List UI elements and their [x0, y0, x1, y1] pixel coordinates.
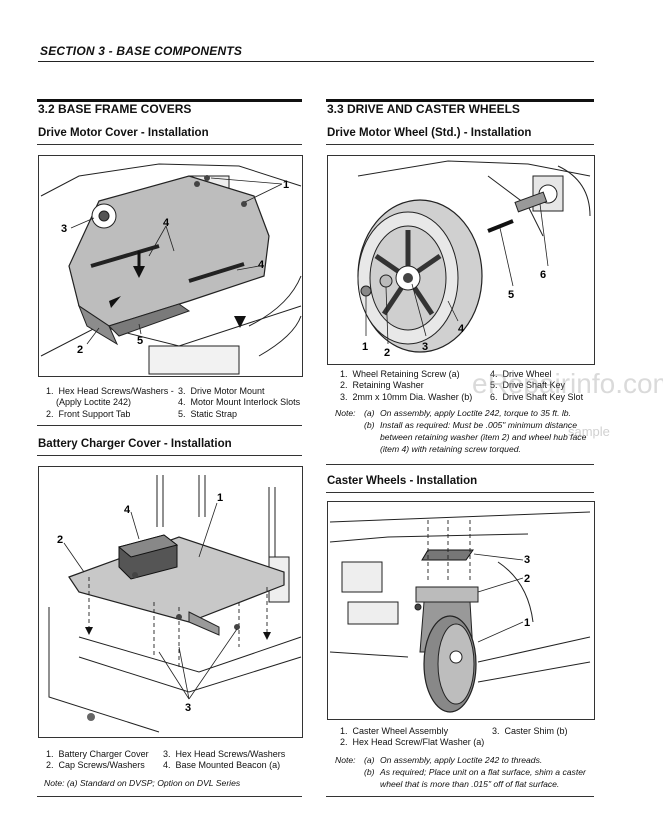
battery-charger-cover-figure: 1 2 4 3	[38, 466, 303, 738]
fig2-title-rule	[37, 455, 302, 456]
legend-item: 4. Drive Wheel	[490, 369, 552, 379]
legend-item: (Apply Loctite 242)	[56, 397, 132, 408]
caster-wheels-figure: 3 2 1	[327, 501, 595, 720]
legend-item: 2. Front Support Tab	[46, 408, 131, 419]
right-heading: 3.3 DRIVE AND CASTER WHEELS	[327, 102, 520, 116]
callout-1: 1	[217, 492, 223, 504]
legend-item: 4. Base Mounted Beacon (a)	[163, 760, 281, 771]
battery-charger-cover-illustration: 1 2 4 3	[48, 475, 302, 733]
fig1-title-rule	[37, 144, 302, 145]
callout-6: 6	[540, 269, 546, 281]
callout-3: 3	[422, 341, 428, 353]
note-b-line1: Install as required: Must be .005" minim…	[380, 420, 577, 430]
callout-5: 5	[508, 289, 514, 301]
callout-1: 1	[362, 341, 368, 353]
callout-5: 5	[137, 335, 143, 347]
callout-4a: 4	[163, 217, 170, 229]
note3-rule	[326, 464, 594, 465]
drive-wheel-legend-col1: 1. Wheel Retaining Screw (a) 2. Retainin…	[340, 369, 485, 403]
legend-item: 3. Hex Head Screws/Washers	[163, 749, 286, 759]
drive-wheel-legend-col2: 4. Drive Wheel 5. Drive Shaft Key 6. Dri…	[490, 369, 595, 403]
legend-item: 1. Wheel Retaining Screw (a)	[340, 369, 460, 379]
drive-motor-cover-legend-col1: 1. Hex Head Screws/Washers - (Apply Loct…	[46, 386, 176, 420]
legend-item: 1. Battery Charger Cover	[46, 749, 149, 759]
left-heading-bar	[37, 99, 302, 102]
note-a: On assembly, apply Loctite 242, torque t…	[380, 408, 571, 418]
legend-item: 5. Drive Shaft Key	[490, 380, 566, 391]
callout-2: 2	[524, 573, 530, 585]
note-b-line2: between retaining washer (item 2) and wh…	[380, 432, 587, 442]
caster-wheels-title: Caster Wheels - Installation	[327, 475, 478, 487]
caster-note-a-label: (a)	[364, 755, 375, 765]
note-a-label: (a)	[364, 408, 375, 418]
legend-item: 3. Caster Shim (b)	[492, 726, 568, 736]
callout-2: 2	[57, 534, 63, 546]
callout-2: 2	[384, 347, 390, 359]
rfig1-title-rule	[326, 144, 594, 145]
legend-item: 3. 2mm x 10mm Dia. Washer (b)	[340, 391, 473, 402]
drive-motor-wheel-illustration: 6 5 4 1 2 3	[357, 160, 591, 359]
watermark-sub: sample	[568, 424, 610, 439]
note-b-line3: (item 4) with retaining screw torqued.	[380, 444, 521, 454]
section-rule	[38, 61, 594, 62]
drive-motor-cover-legend-col2: 3. Drive Motor Mount 4. Motor Mount Inte…	[178, 386, 303, 420]
legend-item: 4. Motor Mount Interlock Slots	[178, 397, 301, 408]
legend-item: 1. Caster Wheel Assembly	[340, 726, 449, 736]
legend-item: 2. Retaining Washer	[340, 380, 424, 391]
drive-motor-cover-figure: 1 3 4 4 2 5	[38, 155, 303, 377]
caster-note-b-line1: As required; Place unit on a flat surfac…	[380, 767, 586, 777]
caster-legend-col2: 3. Caster Shim (b)	[492, 726, 592, 737]
legend-item: 2. Cap Screws/Washers	[46, 760, 145, 771]
drive-motor-wheel-title: Drive Motor Wheel (Std.) - Installation	[327, 127, 532, 139]
caster-note-b-label: (b)	[364, 767, 375, 777]
callout-4: 4	[458, 323, 465, 335]
right-heading-bar	[326, 99, 594, 102]
rfig2-title-rule	[326, 492, 594, 493]
caster-note-a: On assembly, apply Loctite 242 to thread…	[380, 755, 543, 765]
battery-charger-cover-title: Battery Charger Cover - Installation	[38, 438, 232, 450]
drive-motor-cover-illustration: 1 3 4 4 2 5	[40, 163, 302, 375]
bottom-rule-right	[326, 796, 594, 797]
battery-charger-legend-col1: 1. Battery Charger Cover 2. Cap Screws/W…	[46, 749, 171, 772]
callout-1: 1	[283, 179, 289, 191]
callout-4: 4	[124, 504, 131, 516]
callout-1: 1	[524, 617, 530, 629]
callout-3: 3	[61, 223, 67, 235]
legend-item: 5. Static Strap	[178, 408, 238, 419]
legend-item: 2. Hex Head Screw/Flat Washer (a)	[340, 737, 485, 748]
callout-3: 3	[185, 702, 191, 714]
drive-motor-cover-title: Drive Motor Cover - Installation	[38, 127, 209, 139]
legend-item: 3. Drive Motor Mount	[178, 386, 265, 396]
note-b-label: (b)	[364, 420, 375, 430]
caster-note-label: Note:	[335, 755, 356, 765]
legend1-rule	[37, 425, 302, 426]
section-header: SECTION 3 - BASE COMPONENTS	[40, 44, 243, 58]
caster-legend-col1: 1. Caster Wheel Assembly 2. Hex Head Scr…	[340, 726, 500, 749]
caster-wheels-illustration: 3 2 1	[329, 511, 591, 713]
battery-charger-note: Note: (a) Standard on DVSP; Option on DV…	[44, 778, 241, 788]
callout-4b: 4	[258, 259, 265, 271]
bottom-rule-left	[37, 796, 302, 797]
callout-2: 2	[77, 344, 83, 356]
legend-item: 6. Drive Shaft Key Slot	[490, 391, 584, 402]
drive-motor-wheel-figure: 6 5 4 1 2 3	[327, 155, 595, 365]
note-label: Note:	[335, 408, 356, 418]
legend-item: 1. Hex Head Screws/Washers -	[46, 386, 174, 396]
caster-note-b-line2: wheel that is more than .015" off of fla…	[380, 779, 560, 789]
left-heading: 3.2 BASE FRAME COVERS	[38, 102, 192, 116]
battery-charger-legend-col2: 3. Hex Head Screws/Washers 4. Base Mount…	[163, 749, 303, 772]
callout-3: 3	[524, 554, 530, 566]
watermark: eRepairinfo.com	[472, 368, 663, 399]
